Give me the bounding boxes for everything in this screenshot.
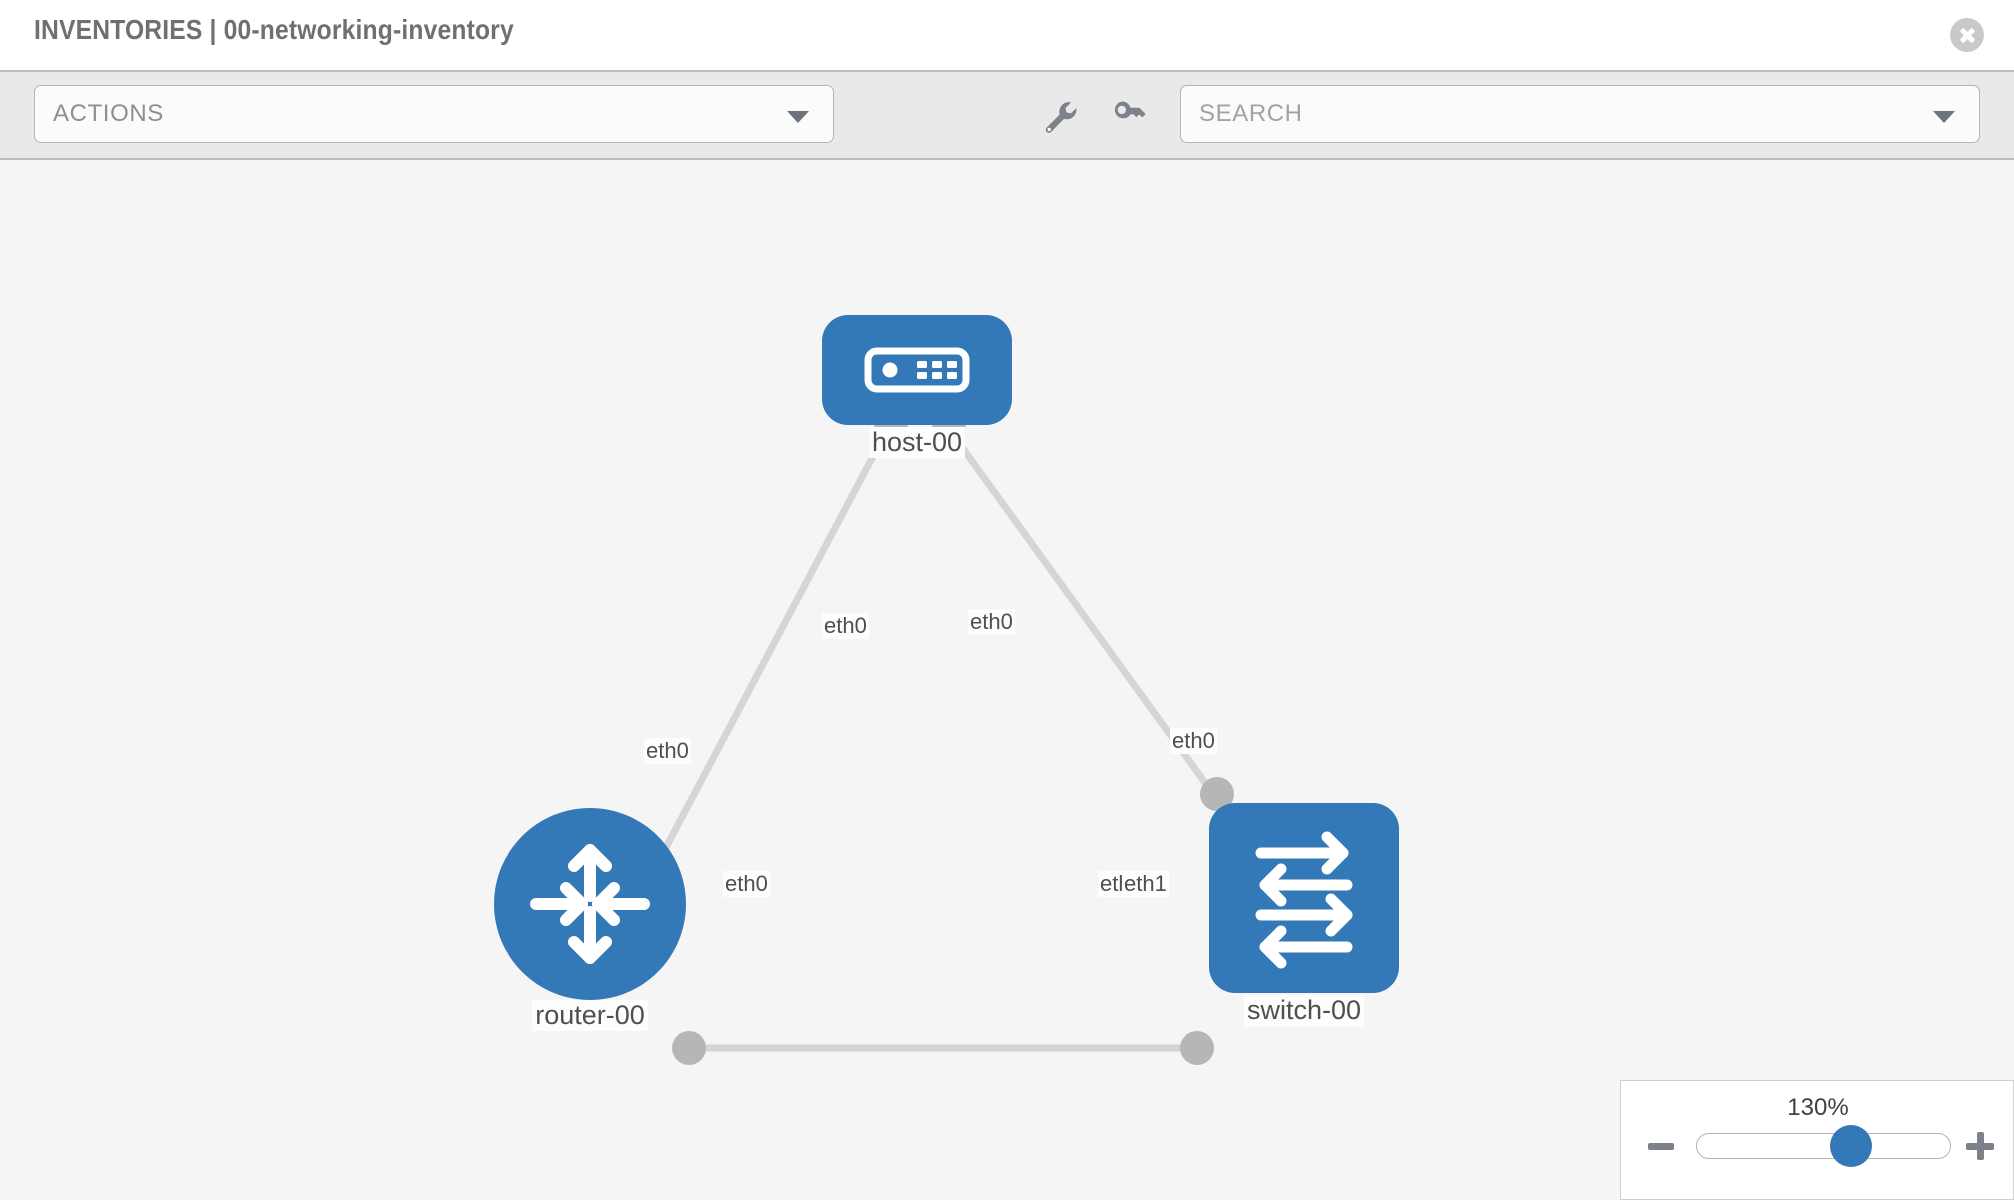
port-label-host00-right: eth0 (968, 609, 1015, 635)
port-label-host00-left: eth0 (822, 613, 869, 639)
page-header: INVENTORIES | 00-networking-inventory (0, 0, 2014, 70)
page-title: INVENTORIES | 00-networking-inventory (34, 14, 514, 45)
port-label-switch00-uplink: eth0 (1170, 728, 1217, 754)
zoom-in-button[interactable] (1966, 1132, 1994, 1160)
port-label-router00-uplink: eth0 (644, 738, 691, 764)
port-label-router00-eth0: eth0 (723, 871, 770, 897)
search-placeholder: SEARCH (1199, 100, 1303, 127)
edge-host00-router00 (632, 426, 892, 906)
close-icon[interactable] (1950, 18, 1984, 52)
node-host-00[interactable]: host-00 (822, 315, 1012, 458)
search-input[interactable]: SEARCH (1180, 85, 1980, 143)
node-router-00-label: router-00 (532, 1000, 648, 1031)
node-switch-00-label: switch-00 (1243, 995, 1365, 1026)
topology-canvas[interactable]: router-00 --> switch-00 --> switch-00 --… (0, 160, 2014, 1200)
node-host-00-shape (822, 315, 1012, 425)
chevron-down-icon (787, 111, 809, 123)
node-router-00-shape (494, 808, 686, 1000)
zoom-slider-track[interactable] (1696, 1133, 1951, 1159)
connector-switch00-left[interactable] (1180, 1031, 1214, 1065)
node-router-00[interactable]: router-00 (494, 808, 686, 1031)
toolbar: ACTIONS SEARCH (0, 70, 2014, 160)
node-host-00-label: host-00 (868, 427, 966, 458)
topology-edges: router-00 --> switch-00 --> switch-00 --… (632, 425, 1235, 1052)
node-switch-00[interactable]: switch-00 (1209, 803, 1399, 1026)
switch-arrows-icon (1255, 831, 1353, 969)
actions-dropdown[interactable]: ACTIONS (34, 85, 834, 143)
zoom-slider-thumb[interactable] (1830, 1125, 1873, 1167)
key-icon[interactable] (1108, 96, 1148, 136)
server-icon (864, 347, 970, 393)
port-label-switch00-eth1: eth1 (1122, 871, 1169, 897)
zoom-out-button[interactable] (1648, 1143, 1674, 1150)
zoom-level-value: 130% (1787, 1094, 1849, 1121)
edge-host00-switch00 (945, 425, 1235, 823)
connector-router00-right[interactable] (672, 1031, 706, 1065)
wrench-icon[interactable] (1040, 96, 1080, 136)
chevron-down-icon[interactable] (1933, 111, 1955, 123)
zoom-control-panel: 130% (1620, 1080, 2014, 1200)
actions-dropdown-label: ACTIONS (53, 100, 164, 127)
router-arrows-icon (530, 844, 650, 964)
node-switch-00-shape (1209, 803, 1399, 993)
